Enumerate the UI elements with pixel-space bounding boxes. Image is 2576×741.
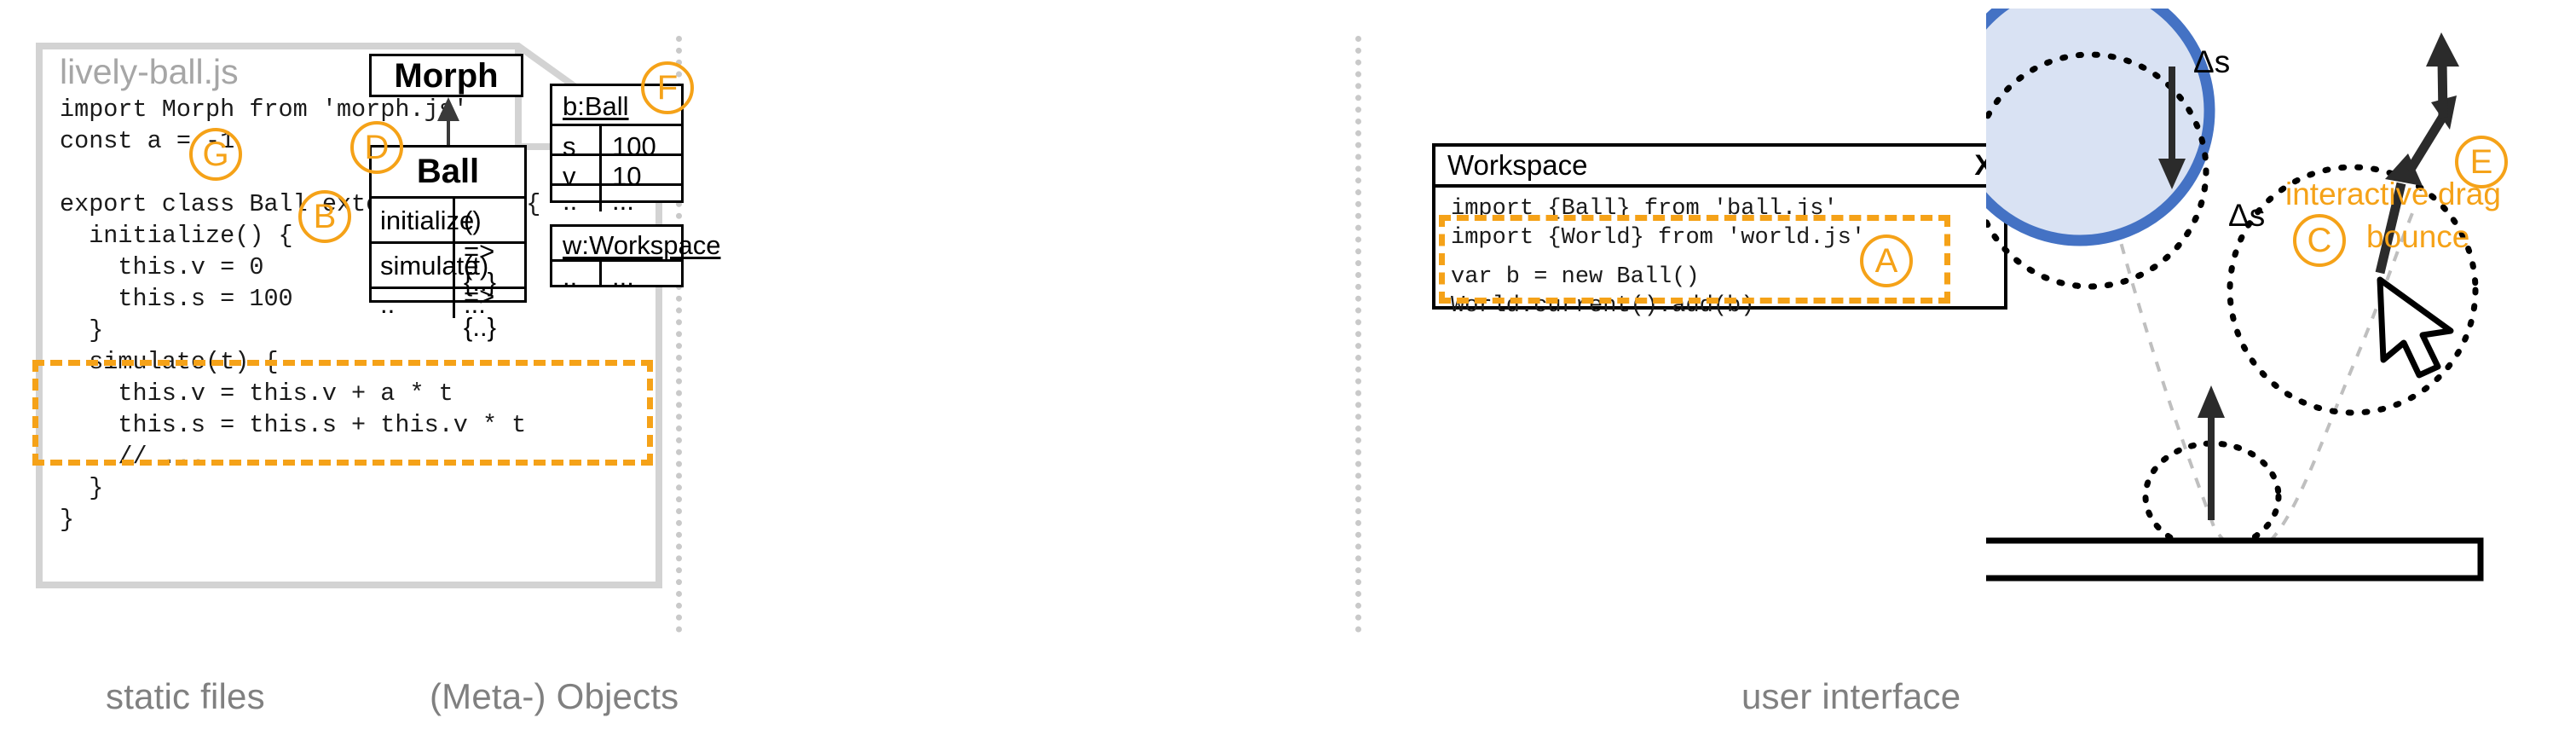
caption-meta-objects: (Meta-) Objects	[430, 676, 679, 716]
uml-row-more: .. ...	[372, 287, 524, 319]
ball-physics-scene	[1986, 9, 2484, 582]
callout-f[interactable]: F	[641, 61, 694, 114]
caption-static-files: static files	[106, 676, 265, 716]
workspace-title-label: Workspace	[1447, 149, 1588, 181]
callout-b[interactable]: B	[298, 190, 351, 243]
object-workspace-value-more: ...	[612, 262, 634, 292]
object-row-v: v 10	[552, 153, 681, 191]
object-key-v: v	[552, 156, 602, 191]
file-code-simulate-highlighted: simulate(t) { this.v = this.v + a * t th…	[89, 348, 527, 440]
object-row-s: s 100	[552, 124, 681, 161]
callout-g-label: G	[202, 135, 229, 173]
object-value-s: 100	[612, 131, 656, 161]
delta-s-label-top: Δs	[2193, 44, 2231, 79]
delta-s-arrow-down	[2158, 67, 2186, 189]
callout-e-label: E	[2469, 142, 2493, 181]
callout-a[interactable]: A	[1860, 234, 1913, 287]
ghost-ball-drag	[2227, 164, 2479, 416]
uml-row-initialize: initialize () => {..}	[372, 196, 524, 297]
workspace-window[interactable]: Workspace X import {Ball} from 'ball.js'…	[1432, 143, 2007, 319]
ball-shape[interactable]	[1986, 9, 2215, 246]
object-key-s: s	[552, 126, 602, 161]
column-divider-left	[676, 36, 682, 633]
uml-class-ball-name: Ball	[416, 153, 480, 190]
uml-member-simulate: simulate	[372, 244, 478, 287]
file-name-label: lively-ball.js	[60, 52, 239, 91]
object-b-ball-header: b:Ball	[563, 91, 629, 121]
object-b-ball: b:Ball s 100 v 10 .. ...	[550, 84, 684, 216]
file-code-imports: import Morph from 'morph.js' const a = -…	[60, 96, 468, 156]
label-bounce: bounce	[2366, 219, 2470, 254]
object-w-workspace: w:Workspace .. ...	[550, 224, 721, 292]
object-key-more: ..	[552, 186, 602, 216]
ground-bar	[1986, 537, 2484, 582]
callout-a-label: A	[1874, 241, 1898, 280]
callout-c-label: C	[2307, 221, 2332, 259]
ghost-ball-top-overlay	[1986, 51, 2209, 290]
callout-c[interactable]: C	[2293, 214, 2346, 267]
object-w-workspace-header: w:Workspace	[563, 230, 721, 260]
inheritance-arrow	[437, 97, 459, 148]
delta-s-arrow-up	[2198, 385, 2225, 520]
uml-class-ball: Ball initialize () => {..} simulate (t) …	[369, 145, 527, 342]
uml-member-more: ..	[372, 289, 455, 319]
callout-d-label: D	[364, 128, 390, 166]
uml-value-initialize: () => {..}	[464, 206, 496, 297]
caption-user-interface: user interface	[1741, 676, 1961, 716]
object-row-more: .. ...	[552, 183, 681, 216]
uml-class-morph: Morph	[369, 54, 523, 97]
callout-d[interactable]: D	[350, 121, 403, 174]
callout-f-label: F	[656, 68, 679, 107]
object-workspace-row-more: .. ...	[552, 259, 681, 292]
callout-g[interactable]: G	[189, 128, 242, 181]
trajectory-path	[2080, 84, 2414, 555]
workspace-titlebar[interactable]: Workspace X	[1435, 147, 2004, 188]
drag-gesture-arrows	[2375, 32, 2459, 275]
uml-value-simulate: (t) => {..}	[464, 251, 496, 342]
file-code-tail: // ... } }	[60, 443, 206, 535]
highlight-box-workspace-snippet	[1439, 215, 1950, 304]
callout-e[interactable]: E	[2455, 136, 2508, 188]
uml-value-more: ...	[464, 289, 486, 319]
uml-member-initialize: initialize	[372, 199, 474, 241]
object-value-more: ...	[612, 186, 634, 216]
highlight-box-simulate	[32, 360, 653, 466]
uml-class-morph-name: Morph	[394, 56, 499, 95]
object-value-v: 10	[612, 161, 642, 191]
callout-b-label: B	[313, 197, 337, 235]
column-divider-right	[1355, 36, 1361, 633]
delta-s-label-bottom: Δs	[2228, 198, 2266, 233]
uml-row-simulate: simulate (t) => {..}	[372, 241, 524, 342]
object-workspace-key-more: ..	[552, 262, 602, 292]
cursor-icon	[2377, 276, 2454, 379]
label-interactive-drag: interactive drag	[2285, 177, 2501, 211]
